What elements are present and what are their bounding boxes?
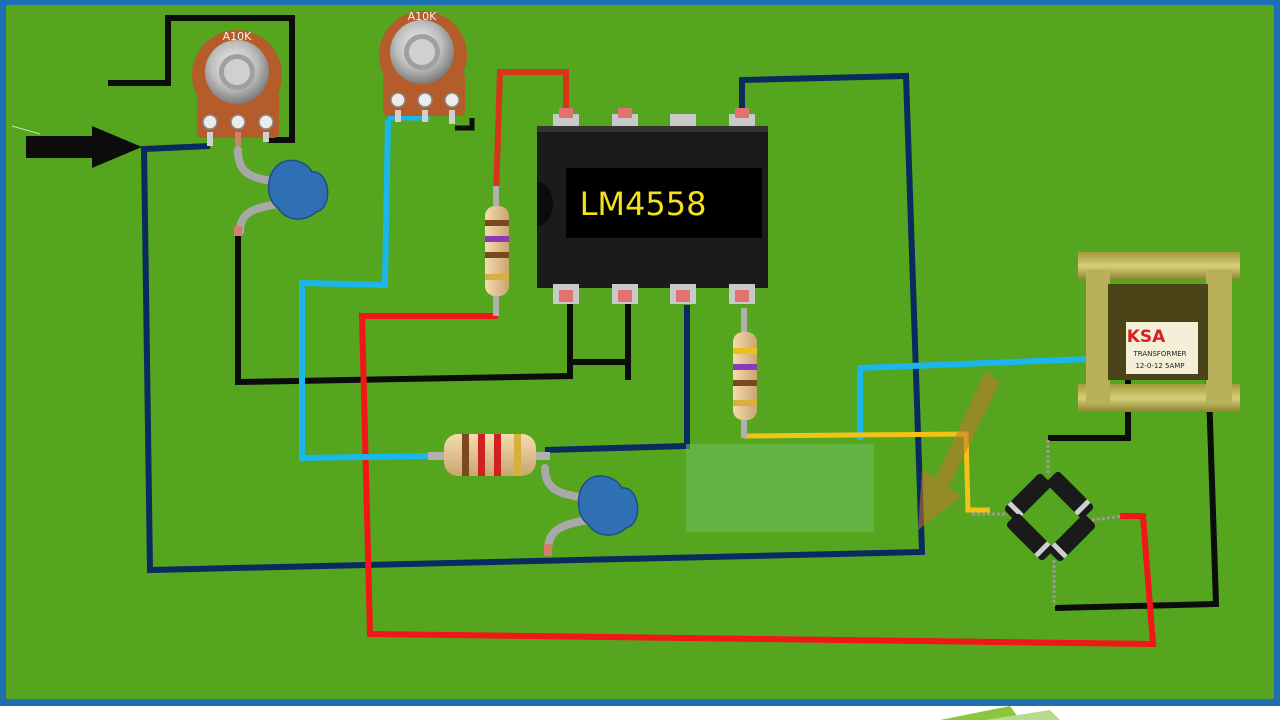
- pot-1-pin-3: [258, 114, 274, 130]
- transformer-type: TRANSFORMER: [1132, 350, 1186, 358]
- pot-2-pin-2: [417, 92, 433, 108]
- pot-2-pin-1: [390, 92, 406, 108]
- wire-black-pot1-loop: [108, 15, 295, 143]
- resistor-1: [485, 186, 509, 316]
- transformer-brand: KSA: [1127, 327, 1166, 347]
- pot-2-pin-3: [444, 92, 460, 108]
- transformer-rating: 12-0-12 5AMP: [1135, 362, 1184, 370]
- resistor-3: [428, 434, 550, 476]
- highlight-arrow: [918, 372, 1000, 530]
- diode-2: [1046, 471, 1094, 519]
- highlight-area: [686, 444, 874, 532]
- resistor-2: [733, 308, 757, 438]
- capacitor-2: [541, 464, 639, 556]
- potentiometer-2: A10K: [379, 10, 467, 124]
- input-arrow-icon: [26, 126, 142, 168]
- pot-1-label: A10K: [223, 30, 253, 43]
- wire-red-supply: [358, 313, 1157, 648]
- capacitor-1: [234, 146, 329, 236]
- ic-chip: LM4558: [537, 108, 768, 304]
- wire-navy-main-loop: [140, 72, 926, 574]
- pot-1-pin-2: [230, 114, 246, 130]
- diode-3: [1006, 513, 1054, 561]
- transformer: KSA TRANSFORMER 12-0-12 5AMP: [1078, 252, 1240, 412]
- board-scratch: [11, 125, 41, 135]
- bridge-rectifier: [972, 440, 1123, 606]
- wire-black-pot2-right: [455, 118, 475, 131]
- pot-2-label: A10K: [408, 10, 438, 23]
- pot-1-pin-1: [202, 114, 218, 130]
- wire-red-ic-pin8: [493, 69, 569, 197]
- ic-label-box: [566, 168, 762, 238]
- diode-1: [1004, 473, 1052, 521]
- potentiometer-1: A10K: [192, 30, 282, 146]
- page-footer: [0, 706, 1280, 720]
- slide-corner-shape: [940, 706, 1020, 720]
- ic-label: LM4558: [580, 185, 707, 223]
- slide-corner-shape-2: [985, 710, 1060, 720]
- wire-cyan-pot2-in: [299, 119, 431, 462]
- diode-4: [1048, 514, 1096, 562]
- wire-yellow-output: [743, 431, 990, 513]
- board: [6, 5, 1274, 699]
